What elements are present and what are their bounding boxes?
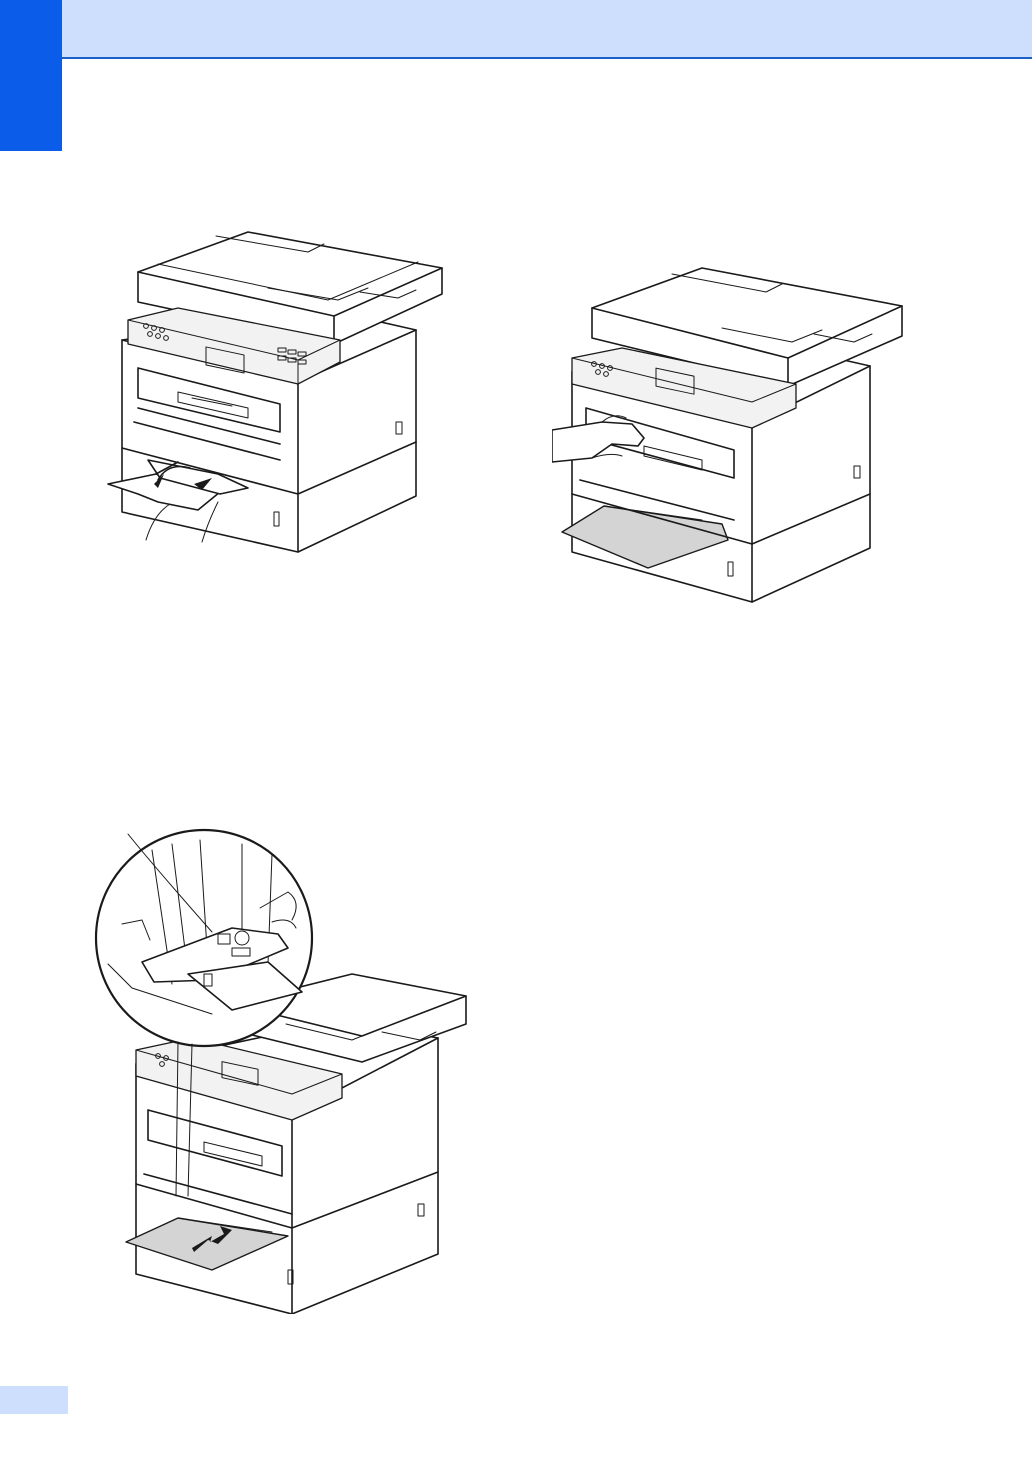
footer-page-tab (0, 1386, 68, 1414)
printer-illustration-load-paper-inset (92, 824, 472, 1314)
printer-illustration-hand-flap (552, 262, 922, 606)
printer-illustration-mp-tray-support (98, 212, 460, 554)
header-band (62, 0, 1032, 59)
chapter-tab (0, 0, 62, 151)
